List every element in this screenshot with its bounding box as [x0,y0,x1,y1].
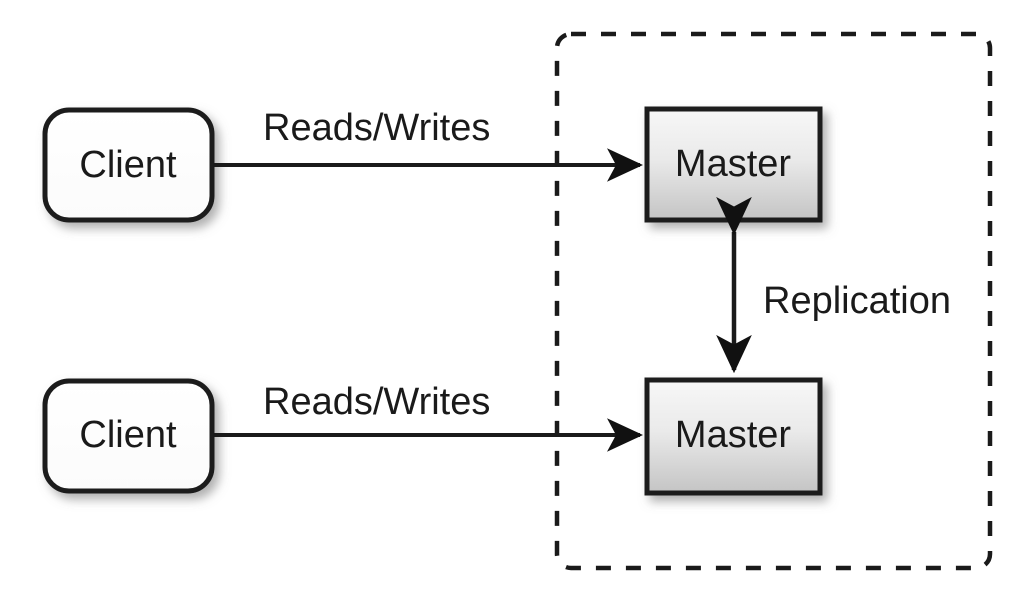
master-box-bottom[interactable] [644,377,823,496]
master-label-top: Master [675,143,791,185]
client-node-bottom[interactable]: Client [42,378,215,494]
edge-label-reads-writes-bottom: Reads/Writes [263,381,490,423]
client-box-bottom[interactable] [42,378,215,494]
master-node-bottom[interactable]: Master [644,377,823,496]
replication-cluster-boundary [554,31,993,571]
client-node-top[interactable]: Client [42,107,215,223]
edge-label-reads-writes-top: Reads/Writes [263,107,490,149]
client-label-top: Client [79,144,177,186]
client-box-top[interactable] [42,107,215,223]
master-node-top[interactable]: Master [644,106,823,223]
edge-label-replication: Replication [763,280,951,322]
master-label-bottom: Master [675,414,791,456]
client-label-bottom: Client [79,414,177,456]
